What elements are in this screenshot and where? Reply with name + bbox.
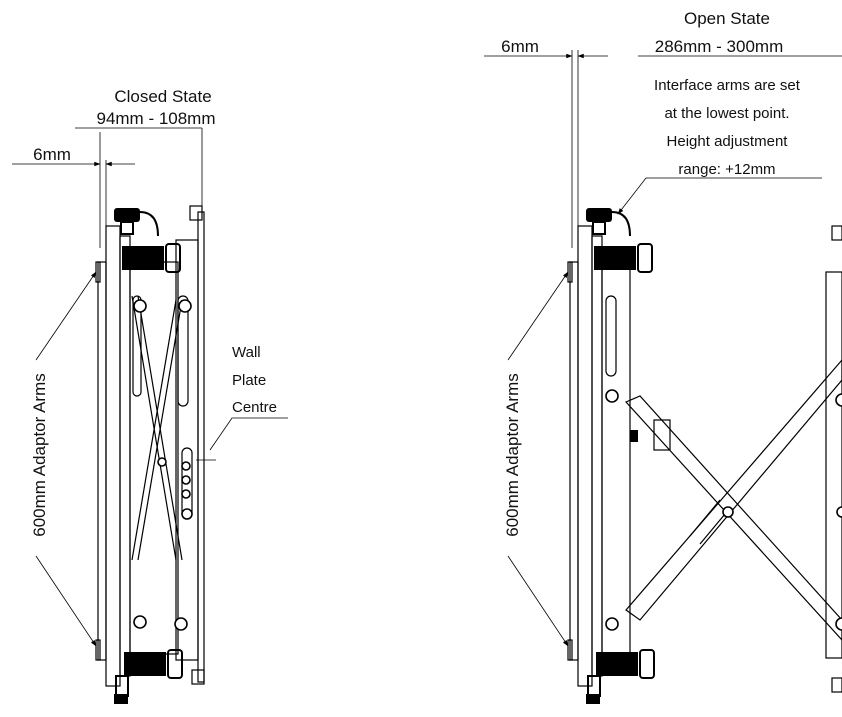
open-adaptor-arm	[567, 261, 579, 661]
open-state-range: 286mm - 300mm	[655, 37, 783, 56]
closed-offset-label: 6mm	[33, 145, 71, 164]
open-note-line4: range: +12mm	[678, 161, 775, 178]
closed-mounting-holes	[133, 299, 193, 631]
open-note-leader	[617, 177, 822, 215]
open-note-line2: at the lowest point.	[664, 105, 789, 122]
closed-state-title: Closed State	[114, 87, 211, 106]
closed-mount-body	[105, 205, 205, 687]
open-mounting-holes	[605, 389, 842, 631]
closed-adaptor-arm	[95, 261, 107, 661]
open-offset-label: 6mm	[501, 37, 539, 56]
closed-state-view: Closed State 94mm - 108mm 6mm	[12, 87, 288, 704]
wall-plate-label-line2: Plate	[232, 372, 266, 389]
closed-top-knob-icon	[114, 208, 181, 273]
closed-state-range: 94mm - 108mm	[96, 109, 215, 128]
open-bottom-knob-icon	[586, 649, 655, 704]
closed-adaptor-arms-label: 600mm Adaptor Arms	[30, 373, 49, 536]
open-dimension-lines	[484, 50, 842, 248]
open-note-line1: Interface arms are set	[654, 77, 801, 94]
wall-plate-label-line1: Wall	[232, 344, 261, 361]
open-top-knob-icon	[586, 208, 653, 273]
closed-dimension-lines	[12, 127, 203, 248]
open-mount-body	[577, 225, 842, 693]
open-state-view: Open State 286mm - 300mm 6mm Interface a…	[484, 9, 842, 704]
closed-bottom-knob-icon	[114, 649, 183, 704]
open-state-title: Open State	[684, 9, 770, 28]
wall-plate-label-line3: Centre	[232, 399, 277, 416]
open-adaptor-arms-label: 600mm Adaptor Arms	[503, 373, 522, 536]
open-note-line3: Height adjustment	[667, 133, 789, 150]
wall-plate-centre-leader	[209, 417, 288, 451]
